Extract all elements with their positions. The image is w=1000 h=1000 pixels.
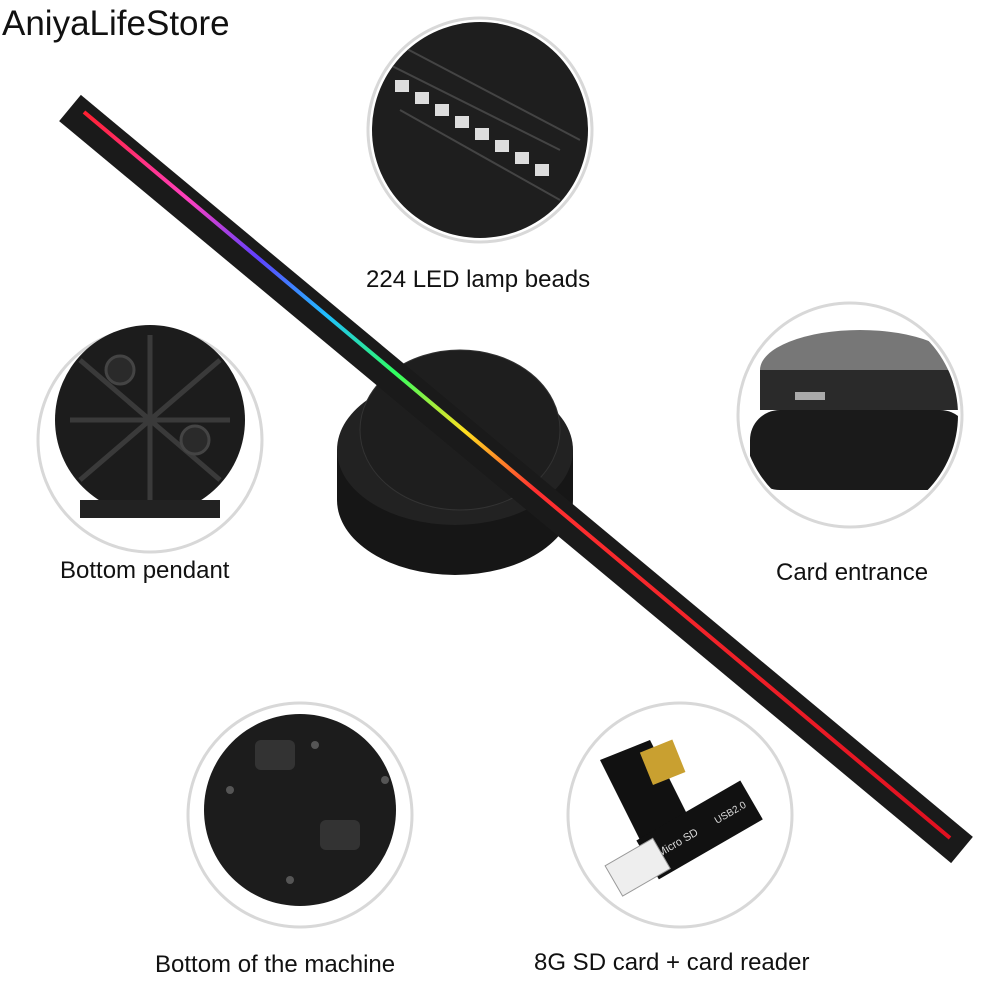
sd-card-label: 8G SD card + card reader — [534, 949, 810, 976]
led-label: 224 LED lamp beads — [366, 266, 591, 293]
machine-bottom-circle — [186, 701, 414, 929]
fan-blade — [59, 94, 973, 864]
sd-card-circle: Micro SD USB2.0 — [566, 701, 794, 929]
pendant-detail-circle — [36, 325, 264, 554]
card-entrance-label: Card entrance — [776, 559, 929, 586]
led-detail-circle — [366, 16, 594, 244]
machine-bottom-label: Bottom of the machine — [155, 951, 396, 978]
card-entrance-circle — [736, 301, 964, 529]
store-brand: AniyaLifeStore — [2, 4, 230, 43]
pendant-label: Bottom pendant — [60, 557, 230, 584]
fan-hub — [337, 349, 573, 575]
